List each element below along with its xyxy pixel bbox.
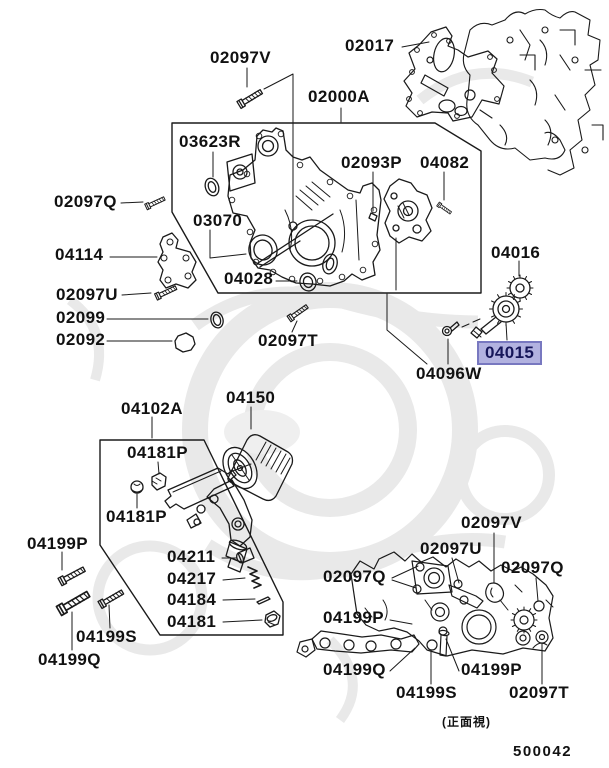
- part-drawing-04028-seal: [299, 272, 317, 292]
- part-label-04102A[interactable]: 04102A: [121, 399, 183, 418]
- part-drawing-03070-seal: [248, 234, 278, 266]
- part-label-02097V-top[interactable]: 02097V: [210, 48, 272, 67]
- part-drawing-02099-oring: [210, 311, 224, 329]
- part-label-02097T-b[interactable]: 02097T: [509, 683, 570, 702]
- part-label-04096W[interactable]: 04096W: [416, 364, 482, 383]
- part-label-03623R[interactable]: 03623R: [179, 132, 241, 151]
- part-label-04150[interactable]: 04150: [226, 388, 276, 407]
- part-label-02097Q-top[interactable]: 02097Q: [54, 192, 117, 211]
- part-label-04199P-br[interactable]: 04199P: [461, 660, 523, 679]
- part-label-02000A[interactable]: 02000A: [308, 87, 370, 106]
- part-drawing-oil-pump: [368, 178, 453, 291]
- part-label-02017[interactable]: 02017: [345, 36, 395, 55]
- part-label-02097V-b[interactable]: 02097V: [461, 513, 523, 532]
- part-drawing-02017-gasket: [403, 26, 505, 122]
- leader-lines: [61, 41, 543, 685]
- part-label-02097T-mid[interactable]: 02097T: [258, 331, 319, 350]
- part-drawing-02093P-pin: [368, 212, 378, 222]
- part-label-04199P-ll[interactable]: 04199P: [27, 534, 89, 553]
- part-label-04199Q-ll[interactable]: 04199Q: [38, 650, 101, 669]
- lower-assembly-box: [99, 439, 284, 636]
- part-drawing-04015-gear-shaft: [470, 292, 523, 339]
- part-label-04199S-b[interactable]: 04199S: [396, 683, 458, 702]
- part-label-04114[interactable]: 04114: [55, 245, 104, 264]
- part-drawing-04016-gear: [506, 274, 534, 302]
- part-label-04016[interactable]: 04016: [491, 243, 541, 262]
- watermark-pattern: [66, 67, 555, 723]
- part-label-04028[interactable]: 04028: [224, 269, 274, 288]
- part-label-04015[interactable]: 04015: [477, 341, 543, 365]
- part-label-04181P-a[interactable]: 04181P: [127, 443, 189, 462]
- part-label-04181[interactable]: 04181: [167, 612, 217, 631]
- part-label-04217[interactable]: 04217: [167, 569, 217, 588]
- part-label-04184[interactable]: 04184: [167, 590, 217, 609]
- part-label-04199Q-b[interactable]: 04199Q: [323, 660, 386, 679]
- part-label-03070[interactable]: 03070: [193, 211, 243, 230]
- part-drawing-04184-pin: [256, 596, 271, 605]
- part-drawing-04150-oil-filter: [222, 434, 294, 502]
- part-label-02092[interactable]: 02092: [56, 330, 106, 349]
- part-label-04211[interactable]: 04211: [167, 547, 216, 566]
- part-drawing-04114-plate: [157, 232, 197, 289]
- part-drawing-front-view-assembly: [296, 551, 554, 658]
- part-label-02097Q-br[interactable]: 02097Q: [501, 558, 564, 577]
- part-label-04199S-ll[interactable]: 04199S: [76, 627, 138, 646]
- part-drawing-02092-gasket: [174, 332, 196, 353]
- part-drawing-04181P-round-nut: [130, 480, 144, 494]
- part-label-02093P[interactable]: 02093P: [341, 153, 403, 172]
- drawing-number: 500042: [513, 743, 573, 760]
- part-drawing-04181P-square-nut: [151, 472, 167, 491]
- main-assembly-box: [171, 122, 482, 294]
- part-drawing-04181-plug: [264, 610, 281, 628]
- part-drawing-04217-spring: [247, 566, 262, 589]
- part-label-04199P-bl[interactable]: 04199P: [323, 608, 385, 627]
- part-drawing-03623R-seal: [204, 177, 220, 197]
- part-label-02097Q-bl[interactable]: 02097Q: [323, 567, 386, 586]
- part-label-02097U-b[interactable]: 02097U: [420, 539, 482, 558]
- part-label-02099[interactable]: 02099: [56, 308, 106, 327]
- part-drawing-04096W-bolt: [441, 318, 481, 337]
- part-label-04082[interactable]: 04082: [420, 153, 470, 172]
- part-label-04181P-b[interactable]: 04181P: [106, 507, 168, 526]
- part-label-02097U-left[interactable]: 02097U: [56, 285, 118, 304]
- part-drawing-04211-plunger: [235, 547, 255, 564]
- front-view-note: (正面視): [442, 715, 491, 729]
- engine-block-sketch: [462, 8, 604, 176]
